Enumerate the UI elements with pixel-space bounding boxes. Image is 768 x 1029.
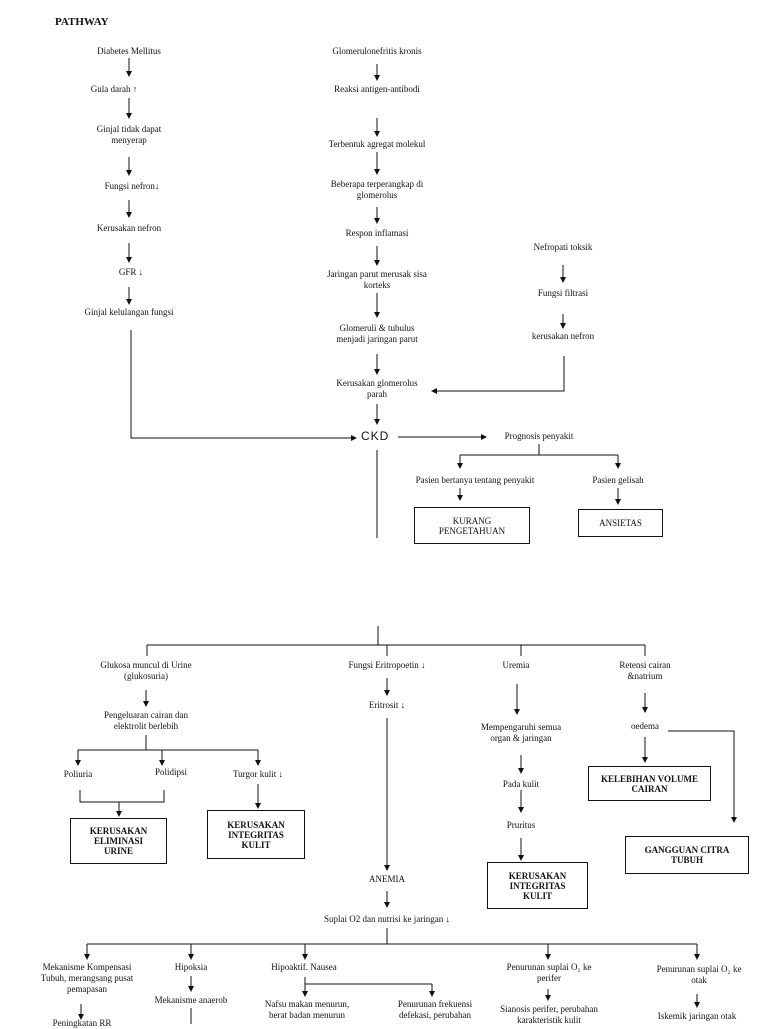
down-arrow-icon: ↓	[445, 914, 450, 924]
down-arrow-icon: ↓	[400, 700, 406, 710]
node-jaringan-parut: Jaringan parut merusak sisa korteks	[327, 269, 427, 290]
node-suplai-o2: Suplai O2 dan nutrisi ke jaringan ↓	[287, 914, 487, 925]
diagnosis-box-ansietas: ANSIETAS	[578, 509, 663, 537]
node-anemia: ANEMIA	[369, 874, 405, 884]
node-poliuria: Poliuria	[63, 769, 93, 779]
node-fungsi-eritropoetin-label: Fungsi Eritropoetin	[348, 660, 419, 670]
node-nefropati-toksik: Nefropati toksik	[533, 242, 593, 252]
node-pengeluaran-cairan: Pengeluaran cairan dan elektrolit berleb…	[104, 710, 188, 731]
node-fungsi-nefron: Fungsi nefron↓	[92, 181, 172, 192]
node-fungsi-filtrasi: Fungsi filtrasi	[537, 288, 589, 298]
node-oedema: oedema	[631, 721, 659, 731]
node-pasien-bertanya: Pasien bertanya tentang penyakit	[415, 475, 535, 485]
page-title: PATHWAY	[55, 16, 109, 28]
node-ginjal-kelulangan-fungsi: Ginjal kelulangan fungsi	[84, 307, 174, 317]
node-mekanisme-anaerob: Mekanisme anaerob	[154, 995, 228, 1005]
node-kerusakan-nefron: Kerusakan nefron	[96, 223, 162, 233]
node-kerusakan-glomerolus: Kerusakan glomerolus parah	[336, 378, 418, 399]
node-mekanisme-kompensasi: Mekanisme Kompensasi Tubuh, merangsang p…	[40, 962, 134, 994]
node-gula-darah-label: Gula darah	[90, 84, 131, 94]
node-sianosis-perifer: Sianosis perifer, perubahan karakteristi…	[500, 1004, 598, 1025]
diagnosis-box-kerusakan-integritas-kulit-1: KERUSAKAN INTEGRITAS KULIT	[207, 810, 305, 859]
node-iskemik-otak: Iskemik jaringan otak	[657, 1011, 737, 1021]
node-glomerulonefritis: Glomerulonefritis kronis	[332, 46, 422, 56]
node-gfr-label: GFR	[118, 267, 137, 277]
diagnosis-box-gangguan-citra-tubuh: GANGGUAN CITRA TUBUH	[625, 836, 749, 874]
up-arrow-icon: ↑	[132, 84, 138, 94]
node-reaksi-antigen: Reaksi antigen-antibodi	[334, 84, 420, 94]
node-ginjal-tidak-dapat: Ginjal tidak dapat menyerap	[96, 124, 162, 145]
node-suplai-o2-label: Suplai O2 dan nutrisi ke jaringan	[324, 914, 444, 924]
node-hipoksia: Hipoksia	[174, 962, 208, 972]
node-pasien-gelisah: Pasien gelisah	[592, 475, 644, 485]
node-glomeruli-tubulus: Glomeruli & tubulus menjadi jaringan par…	[336, 323, 418, 344]
down-arrow-icon: ↓	[421, 660, 426, 670]
node-terperangkap: Beberapa terperangkap di glomerolus	[330, 179, 424, 200]
diagnosis-box-kerusakan-integritas-kulit-2: KERUSAKAN INTEGRITAS KULIT	[487, 862, 588, 909]
node-penurunan-defekasi: Penurunan frekuensi defekasi, perubahan	[397, 999, 473, 1020]
node-mempengaruhi-organ: Mempengaruhi semua organ & jaringan	[480, 722, 562, 743]
node-pruritus: Pruritus	[506, 820, 536, 830]
node-pada-kulit: Pada kulit	[502, 779, 540, 789]
diagnosis-box-kerusakan-eliminasi-urine: KERUSAKAN ELIMINASI URINE	[70, 818, 167, 864]
node-gula-darah: Gula darah ↑	[84, 84, 144, 95]
node-ckd: CKD	[361, 429, 390, 443]
node-gfr: GFR ↓	[109, 267, 153, 278]
down-arrow-icon: ↓	[278, 769, 284, 779]
node-polidipsi: Polidipsi	[154, 767, 187, 777]
node-agregat-molekul: Terbentuk agregat molekul	[328, 139, 426, 149]
node-glukosa-urine: Glukosa muncul di Urine (glukosuria)	[100, 660, 192, 681]
node-suplai-otak: Penurunan suplai O₂ ke otak	[656, 964, 742, 985]
node-fungsi-eritropoetin: Fungsi Eritropoetin ↓	[326, 660, 448, 671]
node-uremia: Uremia	[502, 660, 530, 670]
node-fungsi-nefron-label: Fungsi nefron	[104, 181, 155, 191]
diagnosis-box-kurang-pengetahuan: KURANG PENGETAHUAN	[414, 507, 530, 544]
down-arrow-icon: ↓	[154, 181, 160, 191]
node-kerusakan-nefron-toksik: kerusakan nefron	[531, 331, 595, 341]
node-eritrosit: Eritrosit ↓	[347, 700, 427, 711]
node-eritrosit-label: Eritrosit	[368, 700, 399, 710]
node-turgor-kulit-label: Turgor kulit	[232, 769, 277, 779]
node-diabetes-mellitus: Diabetes Mellitus	[97, 46, 161, 56]
node-prognosis: Prognosis penyakit	[504, 431, 574, 441]
diagnosis-box-kelebihan-volume-cairan: KELEBIHAN VOLUME CAIRAN	[588, 766, 711, 801]
node-nafsu-makan: Nafsu makan menurun, berat badan menurun	[264, 999, 350, 1020]
node-respon-inflamasi: Respon inflamasi	[345, 228, 409, 238]
down-arrow-icon: ↓	[138, 267, 144, 277]
node-hipoaktif-nausea: Hipoaktif. Nausea	[271, 962, 337, 972]
node-retensi-cairan: Retensi cairan &natrium	[619, 660, 671, 681]
node-peningkatan-rr: Peningkatan RR	[52, 1018, 112, 1028]
node-turgor-kulit: Turgor kulit ↓	[218, 769, 298, 780]
node-suplai-perifer: Penurunan suplai O₂ ke perifer	[506, 962, 592, 983]
